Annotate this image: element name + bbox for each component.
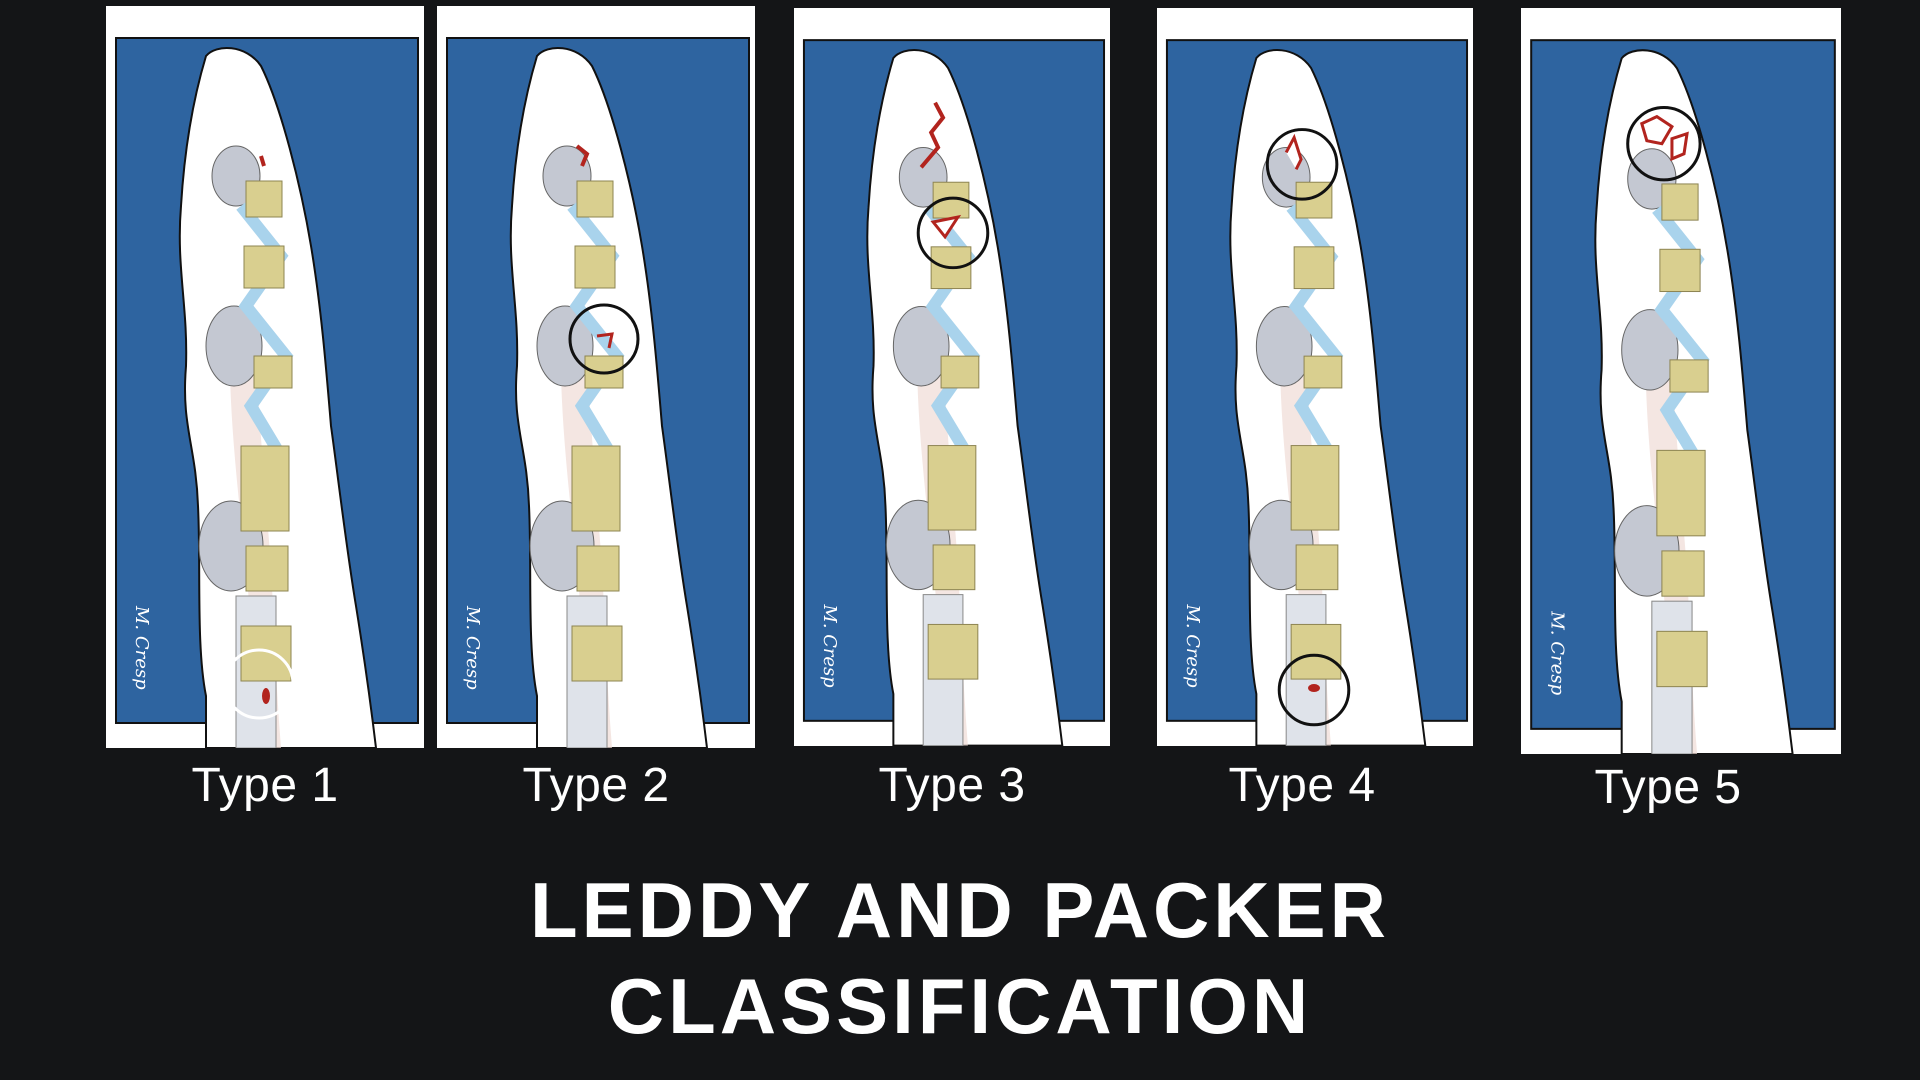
type-3-label: Type 3 [878, 759, 1026, 812]
vinculum-middle [205, 305, 263, 387]
pulley-a0 [1656, 630, 1708, 688]
type-2-label: Type 2 [522, 759, 670, 812]
fracture-mark [919, 101, 946, 169]
tendon-stump [1308, 684, 1320, 693]
type-5-panel: M. Cresp [1521, 8, 1841, 754]
highlight-circle [1626, 106, 1702, 182]
pulley-a0 [927, 623, 979, 680]
vinculum-middle [892, 305, 950, 387]
pulley-a2 [1290, 445, 1340, 531]
pulley-a1 [932, 544, 976, 591]
type-1-finger-illustration: M. Cresp [115, 37, 419, 748]
page-title-line-1: LEDDY AND PACKER [530, 866, 1390, 954]
tendon-stump [596, 332, 614, 349]
type-4-finger-illustration: M. Cresp [1165, 39, 1469, 746]
fracture-mark [259, 155, 266, 167]
type-3-finger-illustration: M. Cresp [802, 39, 1106, 746]
pulley-a0 [1290, 623, 1342, 680]
highlight-circle [568, 303, 640, 375]
pulley-a2 [927, 445, 977, 531]
type-2-panel: M. Cresp [437, 6, 755, 748]
pulley-a0 [571, 625, 623, 682]
pulley-a3 [940, 355, 980, 389]
highlight-circle-proximal [1277, 653, 1351, 727]
fracture-mark [575, 144, 590, 167]
pulley-a1 [576, 545, 620, 592]
pulley-a4 [1659, 248, 1701, 293]
pulley-a1 [1295, 544, 1339, 591]
type-4-label: Type 4 [1228, 759, 1376, 812]
type-1-label: Type 1 [191, 759, 339, 812]
pulley-a0 [240, 625, 292, 682]
comminuted-fragment-2 [1670, 131, 1689, 162]
highlight-circle [223, 648, 295, 720]
avulsed-fragment [930, 214, 962, 240]
pulley-a2 [1656, 449, 1706, 537]
pulley-a5 [245, 180, 283, 218]
page-title-line-2: CLASSIFICATION [607, 962, 1313, 1050]
pulley-a1 [1661, 550, 1705, 597]
type-1-panel: M. Cresp [106, 6, 424, 748]
watermark-signature: M. Cresp [1546, 610, 1567, 695]
watermark-signature: M. Cresp [819, 604, 840, 689]
watermark-signature: M. Cresp [462, 605, 483, 690]
pulley-a5 [1661, 183, 1699, 221]
watermark-signature: M. Cresp [131, 605, 152, 690]
pulley-a3 [1303, 355, 1343, 389]
type-5-label: Type 5 [1594, 761, 1742, 814]
highlight-circle [916, 196, 990, 270]
watermark-signature: M. Cresp [1182, 604, 1203, 689]
pulley-a4 [1293, 246, 1335, 290]
pulley-a2 [240, 445, 290, 532]
pulley-a1 [245, 545, 289, 592]
type-3-panel: M. Cresp [794, 8, 1110, 746]
type-2-finger-illustration: M. Cresp [446, 37, 750, 748]
type-4-panel: M. Cresp [1157, 8, 1473, 746]
vinculum-middle [1621, 309, 1679, 391]
highlight-circle-distal [1265, 128, 1339, 201]
pulley-a3 [1669, 359, 1709, 393]
pulley-a2 [571, 445, 621, 532]
vinculum-middle [1255, 305, 1313, 387]
type-5-finger-illustration: M. Cresp [1530, 39, 1836, 754]
pulley-a4 [243, 245, 285, 289]
pulley-a5 [576, 180, 614, 218]
fracture-fragment [1284, 133, 1303, 170]
pulley-a3 [253, 355, 293, 389]
comminuted-fragment-1 [1639, 114, 1674, 146]
vinculum-middle [536, 305, 594, 387]
pulley-a4 [574, 245, 616, 289]
tendon-stump [262, 688, 270, 704]
